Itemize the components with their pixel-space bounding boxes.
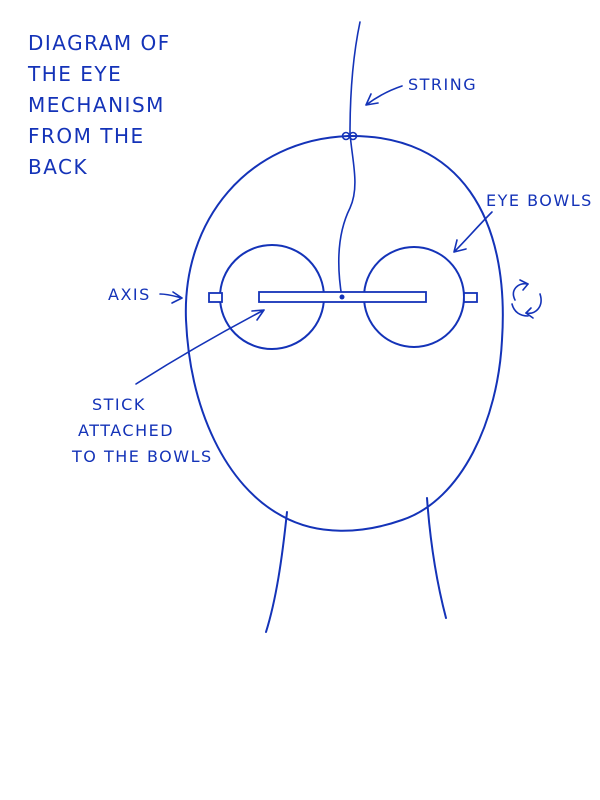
eye-bowls-label: EYE BOWLS — [486, 191, 593, 210]
stick-label-line-1: STICK — [92, 395, 146, 414]
head-outline — [184, 134, 504, 532]
string-attachment-point — [339, 294, 345, 300]
neck-right-line — [426, 497, 447, 619]
rotation-arrows-icon — [511, 279, 542, 319]
stick-label-line-2: ATTACHED — [78, 421, 174, 440]
axis-label: AXIS — [108, 285, 151, 304]
string-knot — [341, 131, 358, 141]
title-line-4: FROM THE — [28, 124, 145, 148]
string-arrow — [365, 85, 403, 106]
neck-left-line — [265, 511, 288, 633]
title-line-1: DIAGRAM OF — [28, 31, 171, 55]
title-line-5: BACK — [28, 155, 88, 179]
title-line-3: MECHANISM — [28, 93, 165, 117]
stick-label-line-3: TO THE BOWLS — [71, 447, 213, 466]
eye-bowls-arrow — [453, 211, 493, 253]
axis-peg-right — [463, 292, 478, 303]
stick-arrow — [135, 309, 265, 385]
axis-arrow — [159, 291, 183, 304]
title-line-2: THE EYE — [27, 62, 122, 86]
string-line — [337, 21, 361, 299]
axis-peg-left — [208, 292, 223, 303]
string-label: STRING — [408, 75, 477, 94]
